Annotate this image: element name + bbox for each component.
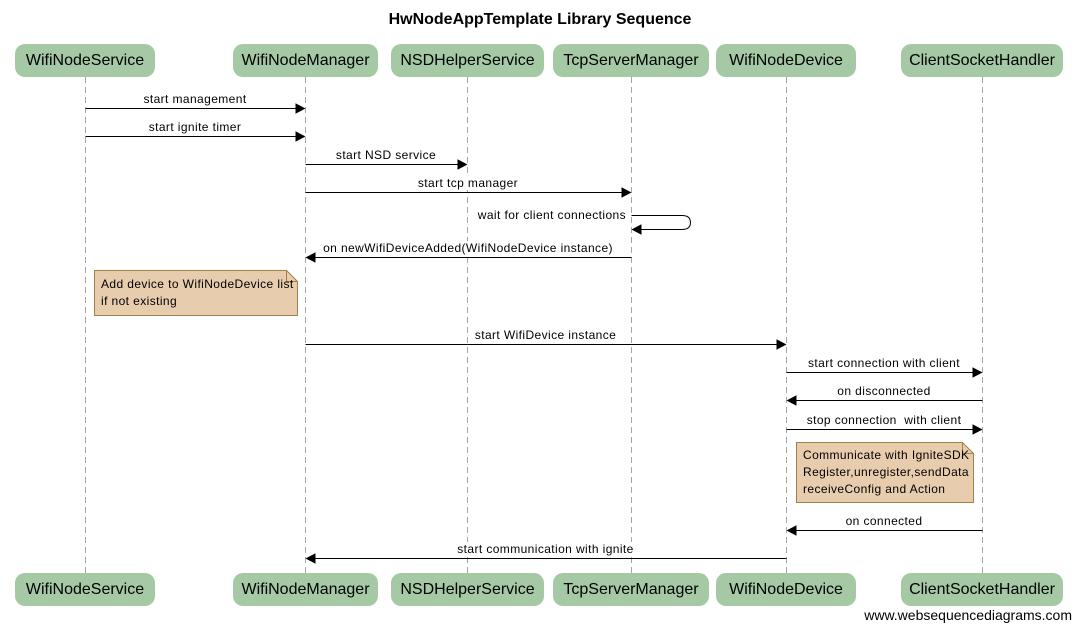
arrowhead-start-communication — [305, 553, 316, 564]
message-label-start-communication: start communication with ignite — [305, 542, 786, 557]
note-shape-add-device — [94, 270, 298, 316]
note-fold-communicate — [962, 442, 974, 454]
actor-bottom-wifinodemanager: WifiNodeManager — [233, 573, 378, 606]
note-line: Register,unregister,sendData — [803, 464, 969, 479]
arrowhead-self-loop — [631, 224, 642, 235]
note-line: Add device to WifiNodeDevice list — [101, 276, 294, 291]
note-add-device: Add device to WifiNodeDevice list if not… — [101, 276, 294, 310]
arrowhead-start-management — [295, 103, 306, 114]
message-label-start-wifidevice-instance: start WifiDevice instance — [305, 328, 786, 343]
note-line: receiveConfig and Action — [803, 481, 946, 496]
note-shape-communicate — [796, 442, 974, 503]
message-label-start-management: start management — [85, 92, 305, 107]
actor-top-wifinodeservice: WifiNodeService — [15, 44, 155, 77]
note-line: if not existing — [101, 293, 178, 308]
arrowhead-start-wifidevice-instance — [776, 339, 787, 350]
arrowhead-start-connection — [972, 367, 983, 378]
message-label-start-tcp-manager: start tcp manager — [305, 176, 631, 191]
message-label-wait-for-client: wait for client connections — [429, 208, 629, 223]
arrowhead-on-connected — [786, 525, 797, 536]
note-fold-add-device — [286, 270, 298, 282]
arrowhead-on-disconnected — [786, 395, 797, 406]
actor-bottom-wifinodedevice: WifiNodeDevice — [716, 573, 856, 606]
actor-bottom-tcpservermanager: TcpServerManager — [553, 573, 709, 606]
actor-bottom-wifinodeservice: WifiNodeService — [15, 573, 155, 606]
actor-bottom-nsdhelperservice: NSDHelperService — [391, 573, 544, 606]
note-communicate: Communicate with IgniteSDK Register,unre… — [803, 447, 969, 498]
message-line-self-loop — [631, 215, 692, 230]
arrowhead-on-newwifideviceadded — [305, 252, 316, 263]
actor-top-nsdhelperservice: NSDHelperService — [391, 44, 544, 77]
arrowhead-start-ignite-timer — [295, 131, 306, 142]
arrowhead-start-tcp-manager — [621, 187, 632, 198]
actor-bottom-clientsockethandler: ClientSocketHandler — [901, 573, 1063, 606]
message-label-on-newwifideviceadded: on newWifiDeviceAdded(WifiNodeDevice ins… — [305, 241, 631, 256]
actor-top-clientsockethandler: ClientSocketHandler — [901, 44, 1063, 77]
arrowhead-start-nsd-service — [457, 159, 468, 170]
message-label-start-nsd-service: start NSD service — [305, 148, 467, 163]
actor-top-wifinodemanager: WifiNodeManager — [233, 44, 378, 77]
arrowhead-stop-connection — [972, 424, 983, 435]
diagram-title: HwNodeAppTemplate Library Sequence — [388, 11, 692, 28]
message-label-start-ignite-timer: start ignite timer — [85, 120, 305, 135]
watermark-credit: www.websequencediagrams.com — [864, 607, 1072, 623]
actor-top-tcpservermanager: TcpServerManager — [553, 44, 709, 77]
message-label-stop-connection: stop connection with client — [786, 413, 982, 428]
note-line: Communicate with IgniteSDK — [803, 447, 970, 462]
message-label-start-connection: start connection with client — [786, 356, 982, 371]
actor-top-wifinodedevice: WifiNodeDevice — [716, 44, 856, 77]
message-label-on-connected: on connected — [786, 514, 982, 529]
message-label-on-disconnected: on disconnected — [786, 384, 982, 399]
